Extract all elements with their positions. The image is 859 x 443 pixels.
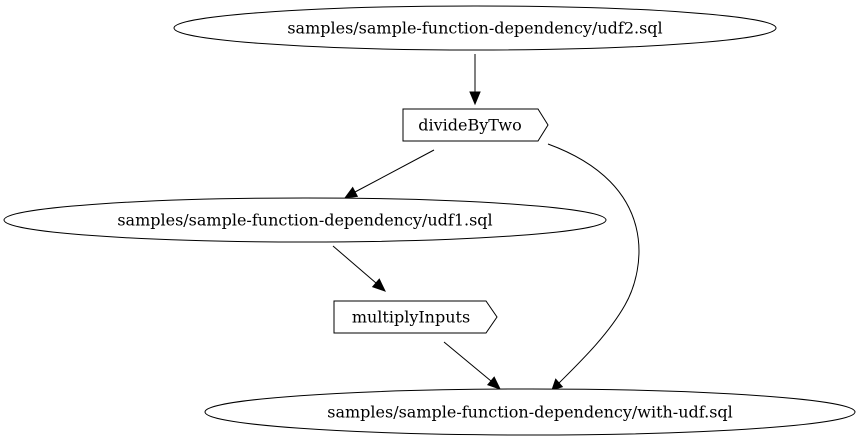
node-with-udf-sql-label: samples/sample-function-dependency/with-…	[327, 403, 733, 422]
edge-dividebytwo-to-udf1	[343, 149, 435, 199]
node-udf1-sql-label: samples/sample-function-dependency/udf1.…	[117, 211, 492, 230]
edge-dividebytwo-to-with-udf	[547, 143, 640, 391]
node-with-udf-sql[interactable]: samples/sample-function-dependency/with-…	[204, 388, 856, 436]
node-dividebytwo[interactable]: divideByTwo	[402, 108, 549, 142]
edge-multiplyinputs-to-with-udf	[443, 341, 501, 390]
edge-udf1-to-multiplyinputs	[332, 245, 386, 292]
node-dividebytwo-label: divideByTwo	[418, 116, 521, 135]
node-multiplyinputs-label: multiplyInputs	[352, 308, 470, 327]
node-udf2-sql[interactable]: samples/sample-function-dependency/udf2.…	[173, 5, 777, 51]
node-multiplyinputs[interactable]: multiplyInputs	[333, 300, 498, 334]
node-udf2-sql-label: samples/sample-function-dependency/udf2.…	[287, 19, 662, 38]
node-udf1-sql[interactable]: samples/sample-function-dependency/udf1.…	[3, 197, 607, 243]
edge-udf2-to-dividebytwo	[469, 54, 481, 106]
